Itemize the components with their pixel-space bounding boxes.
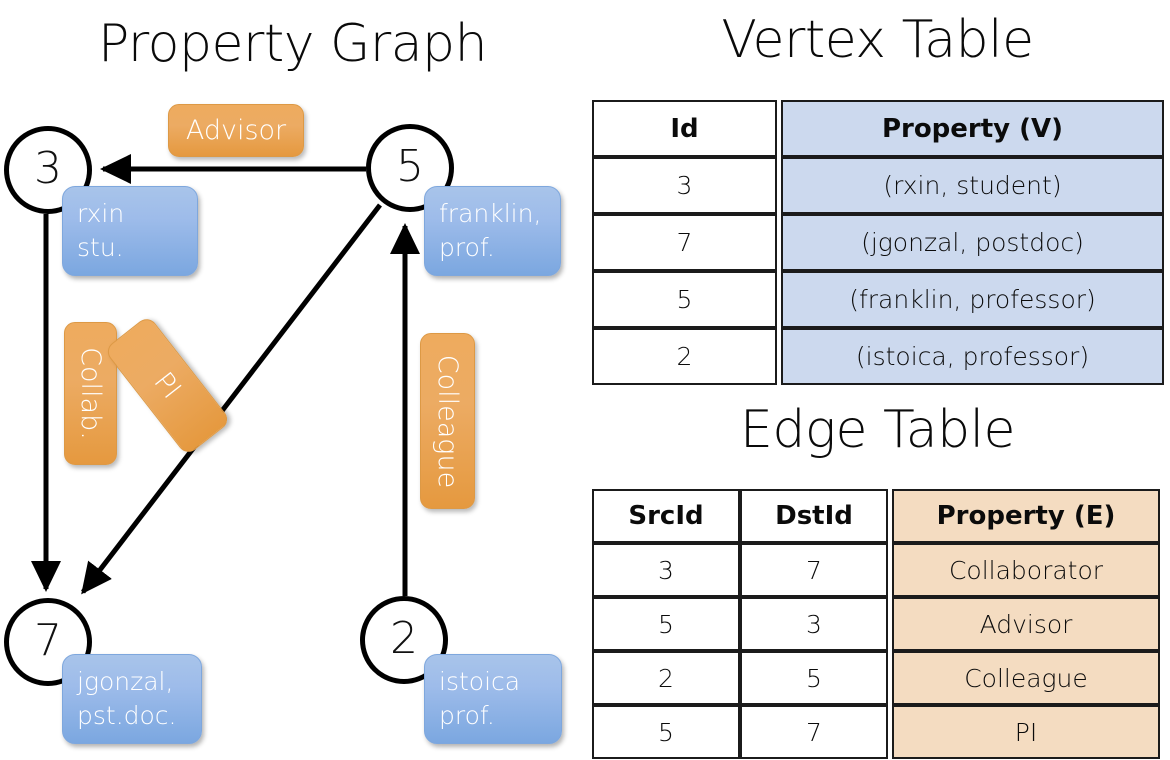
vertex-table-column-gap: [777, 157, 781, 214]
edge-table-column-gap: [888, 597, 892, 651]
property-graph-diagram: 3 5 7 2 rxin stu. franklin, prof. jgonza…: [4, 104, 562, 744]
table-row[interactable]: 3 (rxin, student): [592, 157, 1164, 214]
vertex-property-chip-2-line2: prof.: [439, 701, 495, 730]
edge-label-pi-text: PI: [147, 366, 188, 405]
edge-row-1-property: Advisor: [892, 597, 1160, 651]
edge-table-column-gap: [888, 543, 892, 597]
vertex-table-header-row: Id Property (V): [592, 100, 1164, 157]
vertex-row-3-id: 2: [592, 328, 777, 385]
vertex-property-chip-2-line1: istoica: [439, 667, 521, 696]
edge-row-1-src: 5: [592, 597, 740, 651]
table-row[interactable]: 5 3 Advisor: [592, 597, 1160, 651]
edge-label-colleague-text: Colleague: [432, 354, 463, 488]
graph-node-5[interactable]: 5: [366, 124, 454, 212]
table-row[interactable]: 7 (jgonzal, postdoc): [592, 214, 1164, 271]
vertex-property-chip-5-line2: prof.: [439, 233, 495, 262]
property-graph-title: Property Graph: [97, 14, 488, 74]
edge-row-0-property: Collaborator: [892, 543, 1160, 597]
table-row[interactable]: 2 (istoica, professor): [592, 328, 1164, 385]
vertex-row-1-id: 7: [592, 214, 777, 271]
edge-table-header-dstid: DstId: [740, 489, 888, 543]
edge-table-column-gap: [888, 489, 892, 543]
vertex-property-chip-7-line1: jgonzal,: [77, 667, 174, 696]
vertex-table-header-id: Id: [592, 100, 777, 157]
vertex-property-chip-2: istoica prof.: [424, 654, 562, 744]
vertex-table-column-gap: [777, 100, 781, 157]
edge-label-chip-collaborator: Collab.: [64, 322, 117, 465]
edge-row-0-src: 3: [592, 543, 740, 597]
edge-row-2-property: Colleague: [892, 651, 1160, 705]
vertex-property-chip-7: jgonzal, pst.doc.: [62, 654, 202, 744]
edge-label-chip-advisor: Advisor: [168, 104, 304, 157]
vertex-property-chip-3-line1: rxin: [77, 199, 125, 228]
table-row[interactable]: 5 (franklin, professor): [592, 271, 1164, 328]
table-row[interactable]: 3 7 Collaborator: [592, 543, 1160, 597]
vertex-table-header-property: Property (V): [781, 100, 1164, 157]
edge-table-header-srcid: SrcId: [592, 489, 740, 543]
edge-row-0-dst: 7: [740, 543, 888, 597]
vertex-row-0-property: (rxin, student): [781, 157, 1164, 214]
vertex-row-3-property: (istoica, professor): [781, 328, 1164, 385]
vertex-table-column-gap: [777, 328, 781, 385]
vertex-row-0-id: 3: [592, 157, 777, 214]
graph-node-7-label: 7: [34, 615, 62, 667]
vertex-property-chip-5: franklin, prof.: [424, 186, 561, 276]
edge-row-1-dst: 3: [740, 597, 888, 651]
edge-row-3-dst: 7: [740, 705, 888, 759]
edge-row-2-src: 2: [592, 651, 740, 705]
edge-row-2-dst: 5: [740, 651, 888, 705]
vertex-property-chip-7-line2: pst.doc.: [77, 701, 177, 730]
edge-table-title: Edge Table: [739, 400, 1016, 460]
vertex-table-title: Vertex Table: [721, 10, 1034, 70]
edge-label-chip-colleague: Colleague: [420, 333, 475, 509]
graph-edge-lines: [30, 153, 421, 596]
graph-node-2[interactable]: 2: [360, 596, 448, 684]
vertex-property-chip-5-line1: franklin,: [439, 199, 542, 228]
vertex-property-chip-3-line2: stu.: [77, 233, 124, 262]
vertex-row-2-id: 5: [592, 271, 777, 328]
edge-table-column-gap: [888, 651, 892, 705]
edge-label-collaborator-text: Collab.: [75, 347, 106, 440]
vertex-row-2-property: (franklin, professor): [781, 271, 1164, 328]
edge-row-3-src: 5: [592, 705, 740, 759]
graph-node-3-label: 3: [34, 143, 62, 195]
table-row[interactable]: 5 7 PI: [592, 705, 1160, 759]
vertex-table: Id Property (V) 3 (rxin, student) 7 (jgo…: [592, 100, 1164, 385]
edge-row-3-property: PI: [892, 705, 1160, 759]
vertex-row-1-property: (jgonzal, postdoc): [781, 214, 1164, 271]
edge-line-5-7: [81, 203, 382, 595]
edge-table-header-property: Property (E): [892, 489, 1160, 543]
edge-table-column-gap: [888, 705, 892, 759]
vertex-table-column-gap: [777, 271, 781, 328]
edge-table-header-row: SrcId DstId Property (E): [592, 489, 1160, 543]
graph-node-5-label: 5: [396, 141, 424, 193]
edge-table: SrcId DstId Property (E) 3 7 Collaborato…: [592, 489, 1160, 759]
vertex-property-chip-3: rxin stu.: [62, 186, 198, 276]
vertex-table-column-gap: [777, 214, 781, 271]
graph-node-2-label: 2: [390, 613, 418, 665]
table-row[interactable]: 2 5 Colleague: [592, 651, 1160, 705]
edge-label-advisor-text: Advisor: [185, 115, 287, 146]
